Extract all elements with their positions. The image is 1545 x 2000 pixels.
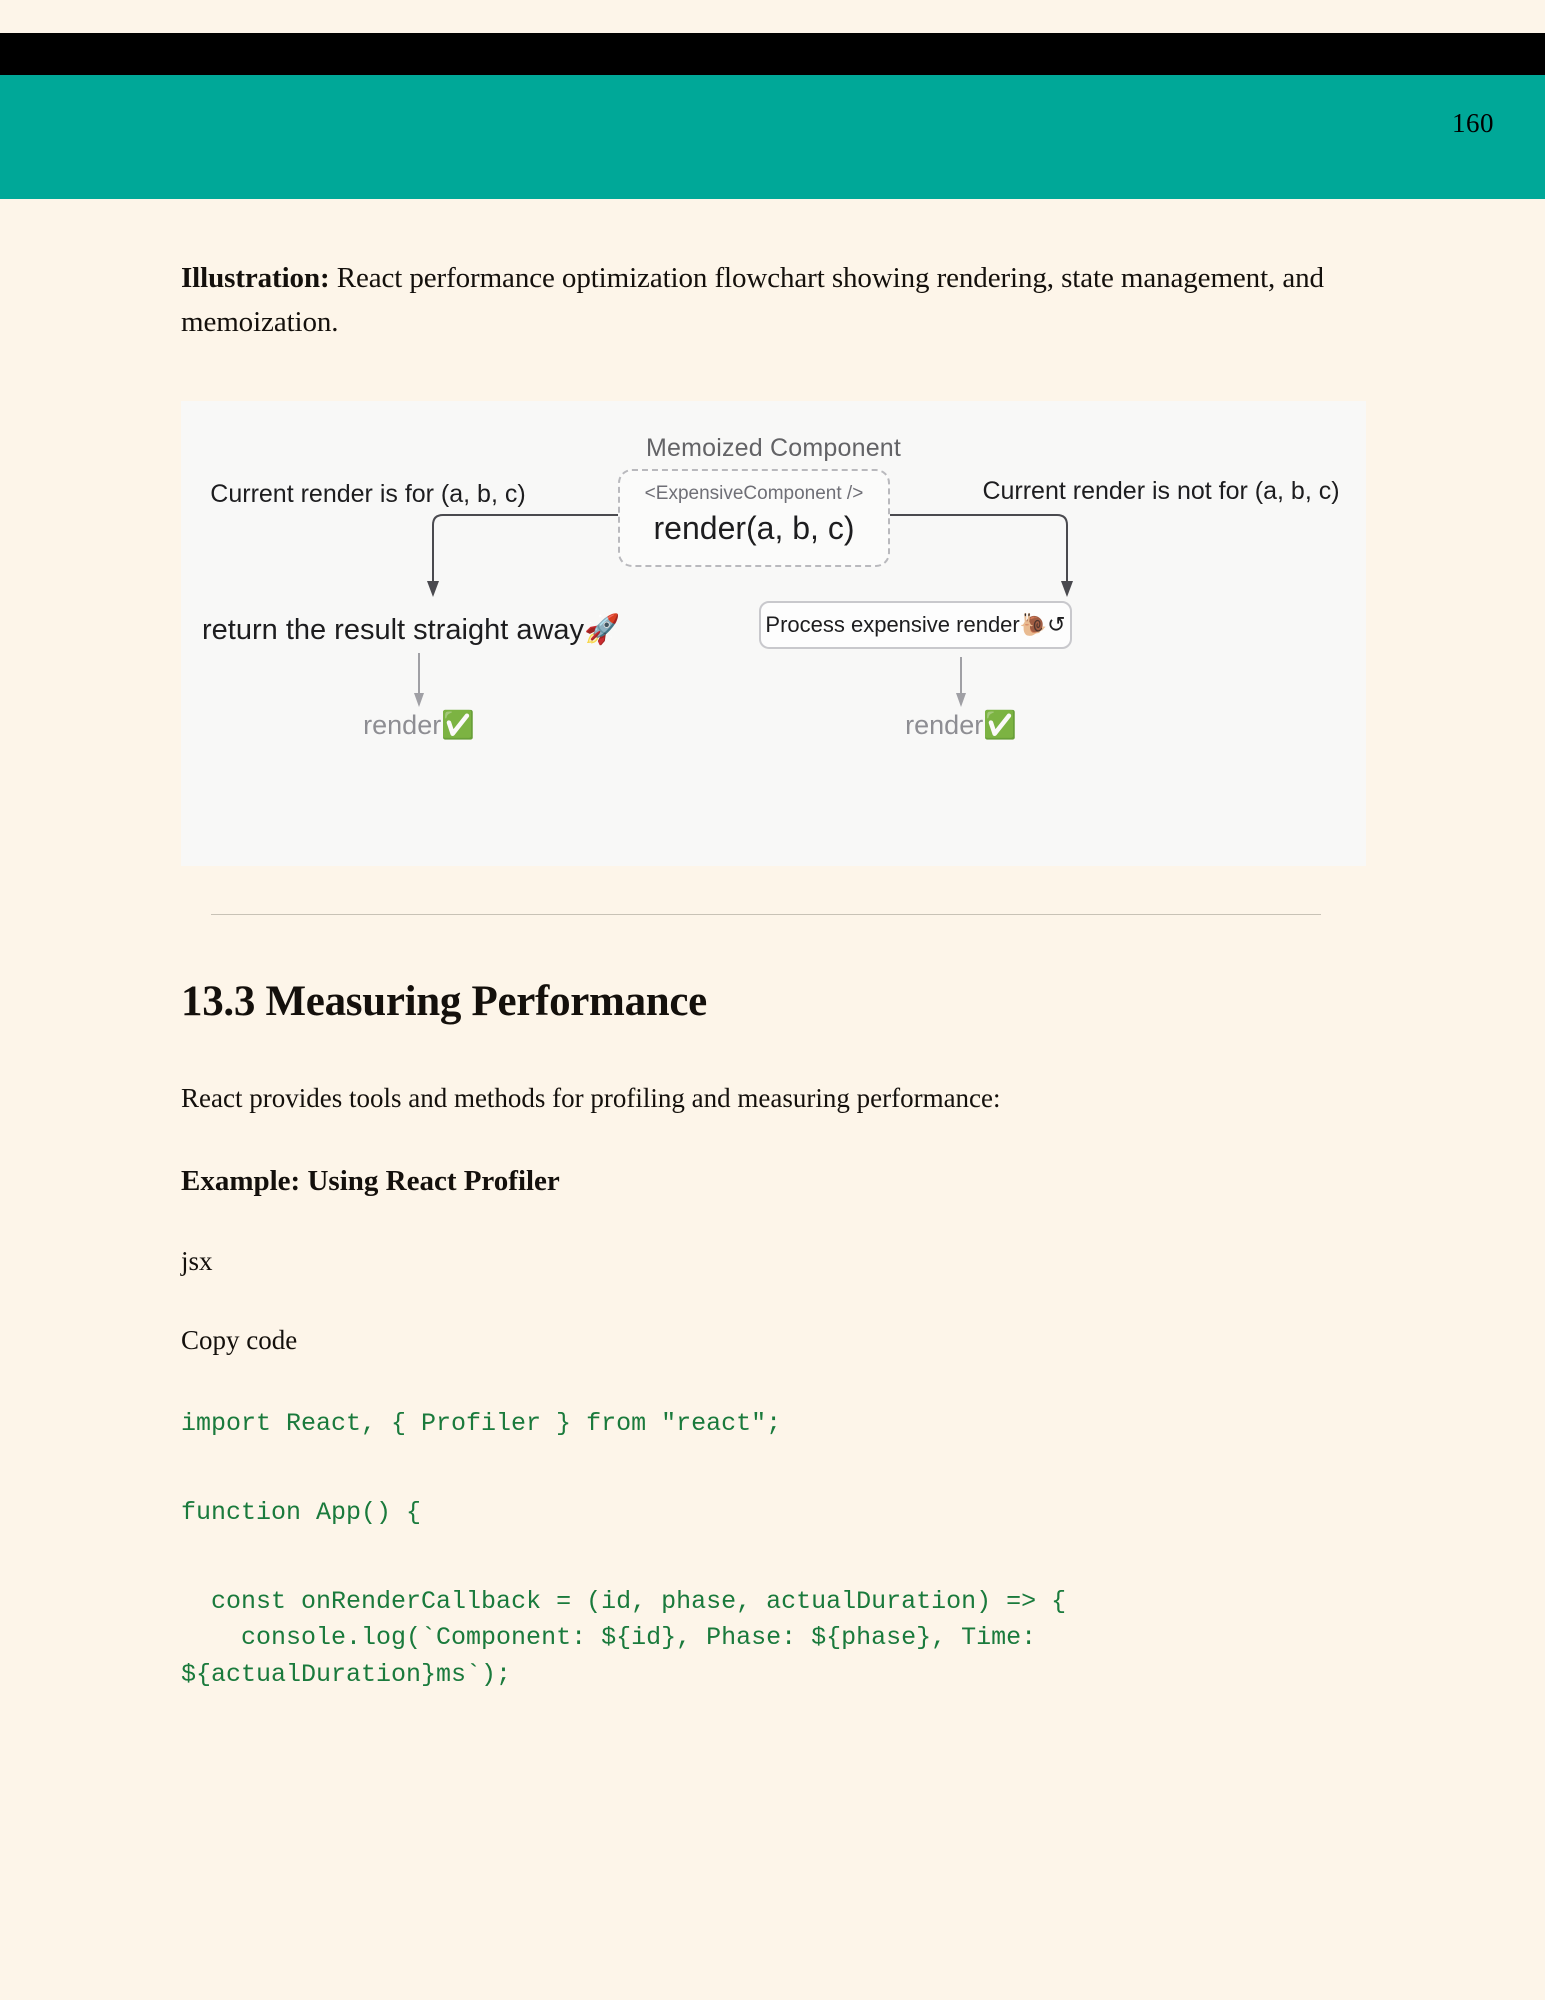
code-line: import React, { Profiler } from "react"; [181, 1408, 782, 1438]
render-left-label: render✅ [319, 709, 519, 741]
section-intro-text: React provides tools and methods for pro… [181, 1083, 1001, 1114]
expensive-component-tag: <ExpensiveComponent /> [644, 483, 864, 505]
refresh-loop-icon: ↺ [1047, 612, 1066, 638]
code-line: const onRenderCallback = (id, phase, act… [181, 1587, 1067, 1617]
process-expensive-render-text: Process expensive render [765, 612, 1020, 638]
return-result-text: return the result straight away [202, 614, 585, 647]
code-block: import React, { Profiler } from "react";… [181, 1406, 1366, 1693]
page-content: Illustration: React performance optimiza… [181, 199, 1366, 1693]
left-branch-label: Current render is for (a, b, c) [210, 480, 526, 509]
snail-icon: 🐌 [1019, 612, 1048, 638]
process-expensive-render-box: Process expensive render🐌↺ [759, 601, 1072, 650]
top-black-bar [0, 33, 1545, 75]
copy-code-button[interactable]: Copy code [181, 1324, 298, 1355]
illustration-figure: Memoized Component <ExpensiveComponent /… [181, 401, 1366, 867]
section-title: 13.3 Measuring Performance [181, 978, 707, 1026]
code-line: console.log(`Component: ${id}, Phase: ${… [181, 1623, 1052, 1689]
caption-text: React performance optimization flowchart… [181, 262, 1324, 339]
caption-label: Illustration: [181, 262, 330, 294]
render-right-label: render✅ [861, 709, 1061, 741]
header-teal-bar [0, 75, 1545, 199]
render-left-text: render [363, 710, 442, 741]
right-branch-label: Current render is not for (a, b, c) [982, 477, 1340, 506]
render-right-text: render [905, 710, 984, 741]
code-language-label: jsx [181, 1245, 213, 1276]
check-mark-icon: ✅ [983, 710, 1017, 742]
code-line [181, 1442, 1366, 1495]
memoized-component-title: Memoized Component [645, 434, 902, 463]
code-line: function App() { [181, 1497, 422, 1527]
return-result-label: return the result straight away🚀 [202, 612, 642, 647]
illustration-caption: Illustration: React performance optimiza… [181, 256, 1366, 344]
check-mark-icon: ✅ [441, 710, 475, 742]
rocket-icon: 🚀 [584, 612, 621, 647]
example-heading: Example: Using React Profiler [181, 1164, 560, 1197]
code-line [181, 1531, 1366, 1584]
flowchart-connectors [414, 514, 1073, 708]
memo-render-signature: render(a, b, c) [653, 510, 855, 547]
memoized-component-box: <ExpensiveComponent /> render(a, b, c) [618, 469, 890, 568]
section-divider [211, 914, 1321, 916]
page-number: 160 [1452, 108, 1494, 138]
